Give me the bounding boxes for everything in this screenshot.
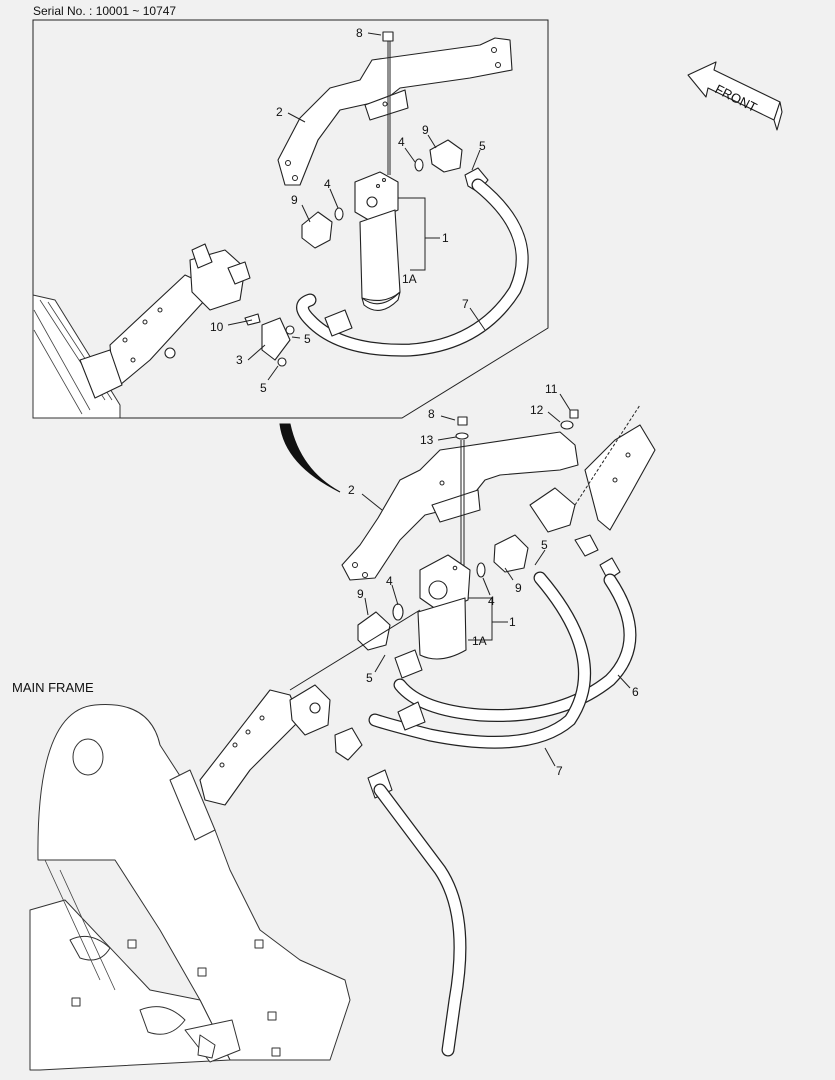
main-washer-12 xyxy=(560,420,574,430)
main-callout-9b: 9 xyxy=(357,587,364,601)
inset-callout-5c: 5 xyxy=(260,381,267,395)
inset-bolt-8 xyxy=(382,31,394,175)
main-callout-5: 5 xyxy=(541,538,548,552)
main-hose-7 xyxy=(368,571,591,749)
inset-callout-7: 7 xyxy=(462,297,469,311)
inset-filter xyxy=(354,171,401,311)
inset-valve-block xyxy=(189,243,251,311)
main-callout-5b: 5 xyxy=(366,671,373,685)
main-callout-13: 13 xyxy=(420,433,434,447)
main-callout-11: 11 xyxy=(545,382,558,396)
main-leader-lines xyxy=(289,393,631,767)
main-callout-9: 9 xyxy=(515,581,522,595)
main-bolt-11 xyxy=(569,409,579,419)
inset-callout-1: 1 xyxy=(442,231,449,245)
inset-callout-4: 4 xyxy=(398,135,405,149)
inset-callout-8: 8 xyxy=(356,26,363,40)
main-callout-4b: 4 xyxy=(386,574,393,588)
inset-callout-9: 9 xyxy=(422,123,429,137)
inset-fittings xyxy=(244,139,489,367)
main-callout-1: 1 xyxy=(509,615,516,629)
inset-callout-4b: 4 xyxy=(324,177,331,191)
inset-callout-10: 10 xyxy=(210,320,224,334)
main-upper-right-assembly xyxy=(529,404,656,581)
inset-callout-2: 2 xyxy=(276,105,283,119)
inset-leader-lines xyxy=(227,32,486,381)
inset-hose-7 xyxy=(296,178,529,357)
main-callout-4: 4 xyxy=(488,594,495,608)
inset-callout-1a: 1A xyxy=(402,272,417,286)
inset-callout-9b: 9 xyxy=(291,193,298,207)
inset-frame-section xyxy=(32,274,206,419)
main-filter xyxy=(417,554,471,660)
main-view: 11 12 8 13 2 5 9 4 9 4 1 1A 5 6 7 MAIN F… xyxy=(12,382,656,1071)
inset-callout-3: 3 xyxy=(236,353,243,367)
inset-bracket xyxy=(277,37,513,186)
inset-callout-5b: 5 xyxy=(304,332,311,346)
main-callout-8: 8 xyxy=(428,407,435,421)
main-fittings xyxy=(334,534,529,799)
main-frame-structure xyxy=(29,704,351,1071)
main-bolt-8 xyxy=(455,416,469,570)
main-callout-6: 6 xyxy=(632,685,639,699)
main-callout-12: 12 xyxy=(530,403,544,417)
main-callout-1a: 1A xyxy=(472,634,487,648)
main-callout-7: 7 xyxy=(556,764,563,778)
front-direction-arrow: FRONT xyxy=(687,61,783,131)
inset-detail-view: 8 2 4 9 5 4 9 1 1A 7 10 5 3 5 xyxy=(32,19,549,419)
serial-number-text: Serial No. : 10001 ~ 10747 xyxy=(33,4,176,18)
main-mount-plate xyxy=(199,689,301,806)
main-hose-6 xyxy=(393,573,637,723)
main-hose-lower xyxy=(373,783,467,1057)
main-valve-block xyxy=(289,684,331,736)
inset-callout-5: 5 xyxy=(479,139,486,153)
inset-pointer-curve xyxy=(279,423,341,493)
main-frame-label: MAIN FRAME xyxy=(12,680,94,695)
main-callout-2: 2 xyxy=(348,483,355,497)
